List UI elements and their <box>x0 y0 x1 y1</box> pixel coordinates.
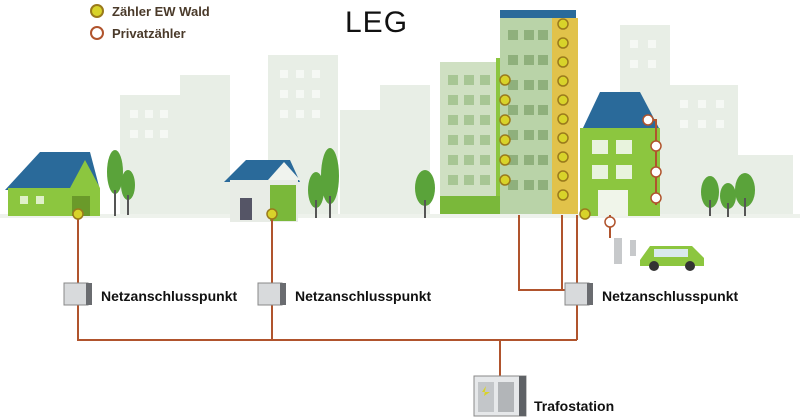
ev-charging-station <box>614 238 636 264</box>
connection-box <box>63 282 92 306</box>
ew-meter-group <box>72 18 591 220</box>
ew-meter <box>499 154 511 166</box>
transformer-label: Trafostation <box>534 398 615 414</box>
ew-meter <box>557 75 569 87</box>
tree <box>701 173 755 217</box>
ew-meter <box>557 94 569 106</box>
private-meter <box>604 216 616 228</box>
private-meter <box>650 192 662 204</box>
legend-item-private: Privatzähler <box>90 22 210 44</box>
transformer-station <box>473 375 527 417</box>
ew-meter <box>557 56 569 68</box>
private-meter-group <box>604 114 662 228</box>
legend-label: Zähler EW Wald <box>112 3 210 19</box>
legend-label: Privatzähler <box>112 25 186 41</box>
electric-car <box>640 246 704 271</box>
ew-meter <box>579 208 591 220</box>
ew-meter <box>499 74 511 86</box>
private-meter <box>642 114 654 126</box>
ground <box>0 214 800 218</box>
private-meter <box>650 140 662 152</box>
ew-meter <box>557 113 569 125</box>
private-meter <box>650 166 662 178</box>
connection-point-label: Netzanschlusspunkt <box>101 288 238 304</box>
tree <box>107 150 135 216</box>
private-meter-icon <box>90 26 104 40</box>
legend-item-ew: Zähler EW Wald <box>90 0 210 22</box>
ew-meter <box>499 114 511 126</box>
ew-meter <box>557 151 569 163</box>
ew-meter <box>557 189 569 201</box>
diagram-title: LEG <box>345 6 409 39</box>
ew-meter <box>499 134 511 146</box>
ew-meter <box>72 208 84 220</box>
ew-meter <box>266 208 278 220</box>
connection-box <box>257 282 286 306</box>
connection-box <box>564 282 593 306</box>
connection-point-label: Netzanschlusspunkt <box>602 288 739 304</box>
ew-meter <box>557 170 569 182</box>
tree <box>308 148 435 218</box>
ew-meter-icon <box>90 4 104 18</box>
ew-meter <box>557 37 569 49</box>
ew-meter <box>499 174 511 186</box>
ew-meter <box>499 94 511 106</box>
connection-point-label: Netzanschlusspunkt <box>295 288 432 304</box>
small-house <box>224 160 300 222</box>
ew-meter <box>557 132 569 144</box>
solar-building <box>580 92 660 216</box>
ew-meter <box>557 18 569 30</box>
farmhouse <box>5 152 100 216</box>
legend: Zähler EW Wald Privatzähler <box>90 0 210 44</box>
